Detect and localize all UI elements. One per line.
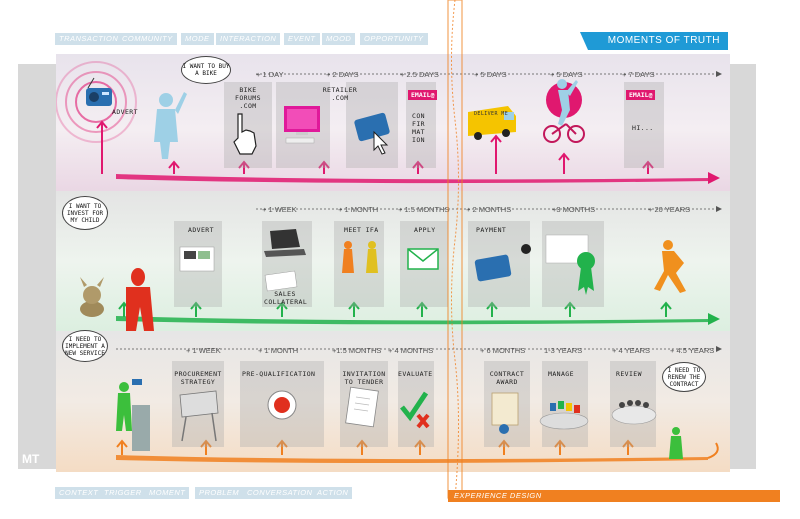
banner-notch (580, 32, 588, 50)
time-2-5: +3 MONTHS (552, 205, 596, 214)
hi-label: HI... (632, 124, 654, 132)
tag-mode: MODE (181, 33, 214, 45)
review-meeting-icon (611, 400, 657, 425)
time-3-5: + 6 MONTHS (480, 346, 526, 355)
tag-event: EVENT (284, 33, 320, 45)
retailer-label: RETAILER .COM (322, 86, 358, 102)
evaluate-label: EVALUATE (398, 370, 433, 378)
tag-conversation: CONVERSATION (243, 487, 317, 499)
handshake-icon (342, 241, 378, 273)
time-3-4: + 4 MONTHS (388, 346, 434, 355)
tag-trigger: TRIGGER (100, 487, 146, 499)
pre-qualification-label: PRE-QUALIFICATION (242, 370, 316, 378)
red-mannequin-icon (126, 268, 154, 331)
review-label: REVIEW (616, 370, 642, 378)
time-3-7: + 4 YEARS (612, 346, 651, 355)
time-1-2: + 2 DAYS (326, 70, 359, 79)
tag-mood: MOOD (322, 33, 356, 45)
invitation-to-tender-label: INVITATION TO TENDER (342, 370, 386, 386)
bike-forums-label: BIKE FORUMS .COM (235, 86, 261, 110)
van-label: DELIVER ME (474, 111, 509, 117)
time-3-3: +1.5 MONTHS (332, 346, 382, 355)
confirmation-label: CON FIR MAT ION (412, 112, 425, 144)
journey-board: I WANT TO BUY A BIKE ADVERT BIKE FORUMS … (56, 54, 730, 472)
radio-icon (86, 77, 112, 106)
workflow-platform-icon (539, 401, 589, 430)
time-2-1: + 1 WEEK (262, 205, 297, 214)
green-figure-building-icon (116, 379, 150, 451)
mt-logo: MT (22, 452, 40, 466)
check-cross-icon (400, 391, 430, 429)
time-2-6: + 20 YEARS (648, 205, 691, 214)
tag-problem: PROBLEM (195, 487, 244, 499)
tag-opportunity: OPPORTUNITY (360, 33, 428, 45)
tag-interaction: INTERACTION (216, 33, 281, 45)
thought-bubble-service: I NEED TO IMPLEMENT A NEW SERVICE (62, 330, 108, 362)
sales-collateral-label: SALES COLLATERAL (264, 290, 308, 306)
time-1-3: + 2.5 DAYS (400, 70, 439, 79)
experience-divider (447, 0, 463, 499)
tag-action: ACTION (313, 487, 353, 499)
email-badge-2: EMAIL@ (626, 90, 656, 100)
advert-label-2: ADVERT (188, 226, 214, 234)
laptop-icon (264, 229, 306, 292)
notebook-icon (345, 386, 379, 428)
hand-cursor-icon (233, 113, 257, 155)
time-2-2: + 1 MONTH (338, 205, 379, 214)
time-1-1: + 1 DAY (256, 70, 284, 79)
person-figure-icon (154, 92, 187, 159)
procurement-strategy-label: PROCUREMENT STRATEGY (174, 370, 222, 386)
contract-award-label: CONTRACT AWARD (489, 370, 525, 386)
payment-card-icon (474, 244, 531, 282)
credit-card-icon (354, 112, 390, 155)
lane-service-procurement (56, 331, 730, 472)
time-1-4: + 5 DAYS (474, 70, 507, 79)
lane1-graphics (56, 61, 722, 184)
small-green-figure-icon (669, 427, 683, 459)
advert-brochure-icon (179, 246, 215, 272)
experience-design-bar: EXPERIENCE DESIGN (448, 490, 780, 502)
cyclist-icon (543, 79, 585, 143)
time-3-2: + 1 MONTH (258, 346, 299, 355)
tag-transaction: TRANSACTION (55, 33, 123, 45)
thought-bubble-invest: I WANT TO INVEST FOR MY CHILD (62, 196, 108, 230)
lane2-graphics (80, 206, 722, 331)
time-1-5: + 5 DAYS (550, 70, 583, 79)
runner-icon (654, 240, 686, 293)
tag-community: COMMUNITY (118, 33, 177, 45)
apply-label: APPLY (414, 226, 436, 234)
left-frame (18, 64, 56, 469)
email-badge-1: EMAIL@ (408, 90, 438, 100)
envelope-icon (407, 248, 439, 270)
manage-label: MANAGE (548, 370, 574, 378)
donkey-toy-icon (80, 277, 104, 317)
certificate-rosette-icon (545, 234, 595, 295)
time-3-1: + 1 WEEK (186, 346, 221, 355)
moments-of-truth-banner: MOMENTS OF TRUTH (588, 32, 728, 50)
contract-scroll-icon (491, 392, 519, 434)
monitor-icon (284, 106, 320, 144)
target-icon (267, 390, 297, 420)
meet-ifa-label: MEET IFA (344, 226, 379, 234)
lane-investment (56, 191, 730, 331)
lane3-graphics (116, 346, 722, 463)
time-3-8: + 4.5 YEARS (670, 346, 715, 355)
delivery-van-icon (468, 106, 516, 140)
advert-label-1: ADVERT (112, 108, 138, 116)
thought-bubble-bike: I WANT TO BUY A BIKE (181, 56, 231, 84)
time-3-6: 1-3 YEARS (544, 346, 583, 355)
time-1-6: + 7 DAYS (622, 70, 655, 79)
time-2-3: + 1.5 MONTHS (398, 205, 450, 214)
thought-bubble-renew: I NEED TO RENEW THE CONTRACT (662, 362, 706, 392)
time-2-4: + 2 MONTHS (466, 205, 512, 214)
tag-moment: MOMENT (145, 487, 190, 499)
tag-context: CONTEXT (55, 487, 103, 499)
drafting-table-icon (179, 390, 219, 442)
payment-label: PAYMENT (476, 226, 507, 234)
right-frame (730, 64, 756, 469)
